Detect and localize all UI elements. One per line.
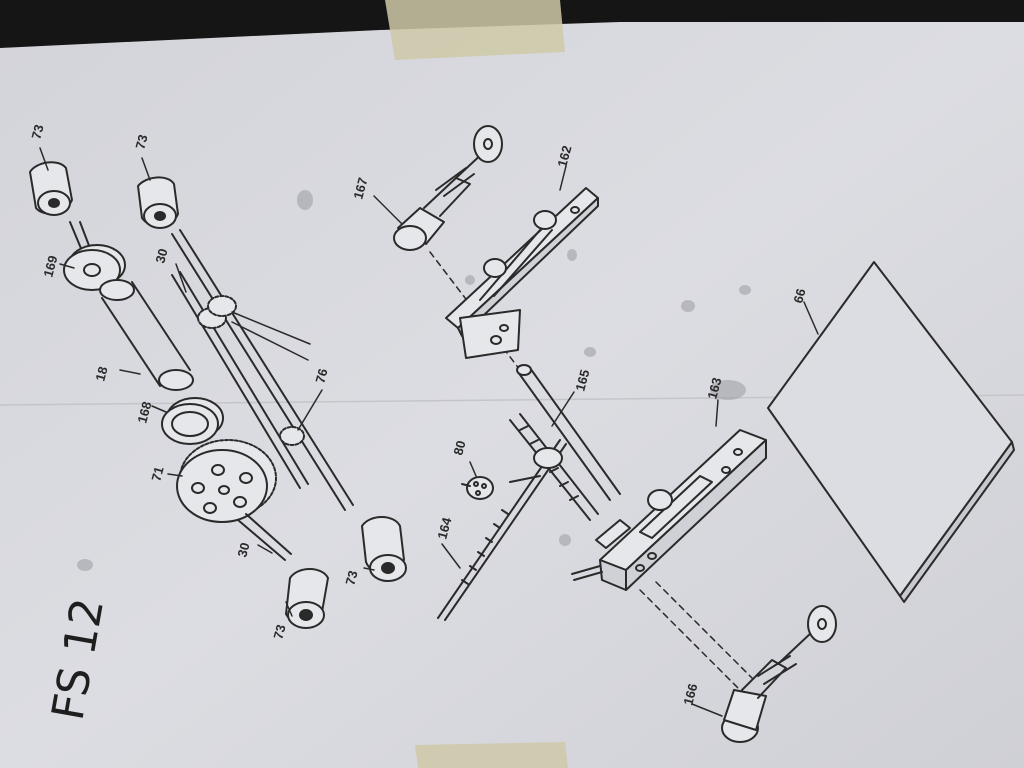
spool-73-bottom-left xyxy=(285,568,329,629)
part-labels: 73 73 169 30 18 168 76 71 30 73 73 167 1… xyxy=(28,123,808,707)
label-166: 166 xyxy=(680,682,700,707)
label-162: 162 xyxy=(554,144,574,169)
spool-73-top-right xyxy=(137,176,179,229)
gear-71 xyxy=(176,439,277,523)
pinions-76 xyxy=(197,295,305,446)
label-73c: 73 xyxy=(270,623,288,641)
label-66: 66 xyxy=(790,287,808,305)
label-169: 169 xyxy=(40,254,60,279)
panel-66 xyxy=(767,261,1015,603)
label-30a: 30 xyxy=(152,247,170,265)
spool-73-bottom-right xyxy=(361,516,407,582)
label-71: 71 xyxy=(148,465,166,483)
label-73d: 73 xyxy=(342,569,360,587)
label-30b: 30 xyxy=(234,541,252,559)
screw-164 xyxy=(437,413,599,621)
shaft-30-upper xyxy=(171,229,354,511)
tape-top xyxy=(385,0,565,60)
flange-169 xyxy=(63,244,126,291)
dashed-line-163 xyxy=(639,589,741,691)
plate-162 xyxy=(445,187,599,359)
roller-18 xyxy=(99,279,194,391)
knob-80 xyxy=(461,476,494,500)
spool-73-top-left xyxy=(29,161,73,216)
label-163: 163 xyxy=(704,376,724,401)
paper-sheet xyxy=(0,22,1024,768)
bracket-166 xyxy=(721,605,837,743)
tape-bottom xyxy=(415,742,568,768)
leader-lines xyxy=(39,147,819,717)
label-18: 18 xyxy=(92,365,110,383)
label-73a: 73 xyxy=(28,123,46,141)
label-168: 168 xyxy=(134,400,154,425)
label-80: 80 xyxy=(450,439,468,457)
ring-168 xyxy=(161,397,224,445)
rod-165 xyxy=(516,364,621,501)
bracket-167 xyxy=(393,125,503,251)
label-167: 167 xyxy=(350,176,370,201)
stains xyxy=(77,190,751,571)
plate-163 xyxy=(571,429,767,591)
label-165: 165 xyxy=(572,368,592,393)
label-73b: 73 xyxy=(132,133,150,151)
label-76: 76 xyxy=(312,367,330,385)
shaft-30-lower xyxy=(237,519,286,561)
label-164: 164 xyxy=(434,515,454,541)
